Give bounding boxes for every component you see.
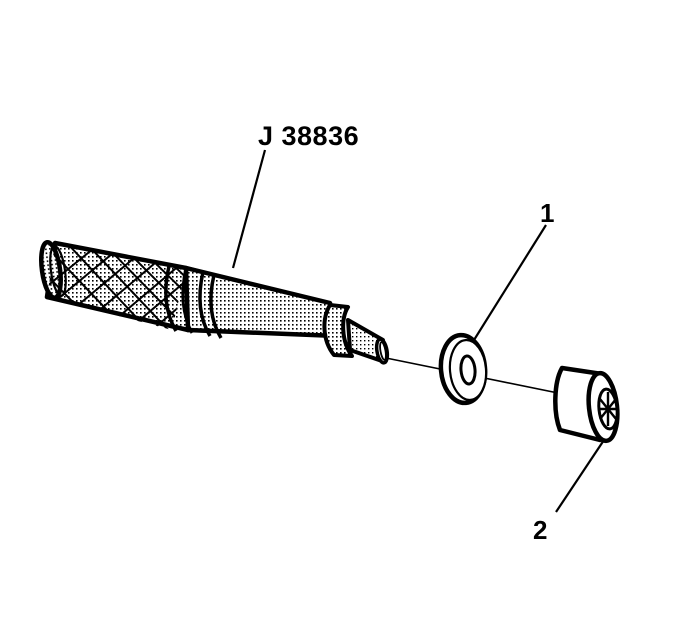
knurl-band-front	[164, 265, 178, 332]
knurl-band-front-2	[181, 267, 194, 334]
washer-part	[438, 332, 488, 406]
leader-line-washer	[473, 224, 547, 341]
tool-label-j38836: J 38836	[258, 121, 359, 151]
leader-lines	[231, 149, 605, 513]
bushing-spline-detail	[599, 392, 617, 426]
callout-label-2: 2	[533, 515, 547, 545]
leader-line-bushing	[555, 439, 605, 513]
washer-center-hole	[459, 354, 477, 386]
tool-collar-band-2	[209, 274, 223, 339]
callout-label-1: 1	[540, 198, 554, 228]
tool-nose-tip-bore	[379, 341, 387, 361]
bushing-part	[553, 365, 620, 444]
tool-collar-band-1	[198, 271, 212, 337]
leader-line-tool	[231, 149, 267, 269]
tool-shoulder-flange	[322, 303, 354, 358]
